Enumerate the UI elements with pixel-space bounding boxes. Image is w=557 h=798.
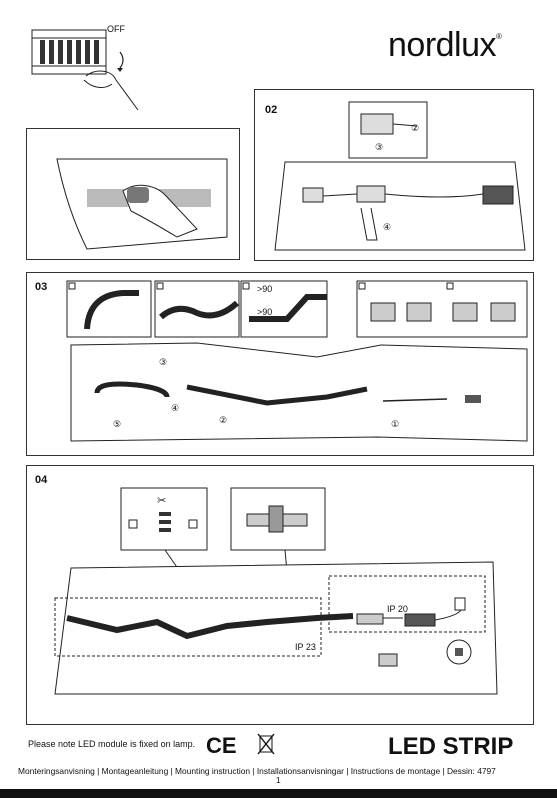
page-number: 1: [276, 775, 281, 785]
ce-mark: CE: [206, 733, 237, 758]
step02-panel: 02 ② ③ ④: [254, 89, 534, 261]
step-clean-surface-panel: [26, 128, 240, 260]
trademark-mark: ®: [496, 32, 502, 41]
step03-panel: 03 >90 >90 ① ② ③ ④ ⑤: [26, 272, 534, 456]
ip23-label: IP 23: [295, 642, 316, 652]
step04-panel: 04 ✂ IP 20 IP 23: [26, 465, 534, 725]
product-title: LED STRIP: [388, 733, 514, 760]
svg-text:✂: ✂: [157, 495, 166, 507]
step02-marker-4: ④: [383, 222, 392, 232]
brand-name: nordlux: [388, 26, 497, 64]
step03-number: 03: [35, 281, 48, 293]
angle-label-top: >90: [257, 284, 273, 294]
clean-surface-illustration: [56, 158, 228, 250]
step02-number: 02: [265, 104, 278, 116]
step04-number: 04: [35, 474, 48, 486]
brand-logo: nordlux®: [388, 26, 502, 65]
step03-illustration: [66, 280, 528, 442]
step03-marker-4: ④: [171, 403, 180, 413]
instructions-line: Monteringsanvisning | Montageanleitung |…: [18, 766, 496, 776]
off-label: OFF: [107, 24, 125, 34]
step03-marker-1: ①: [391, 419, 400, 429]
step02-marker-2: ②: [411, 123, 420, 133]
bottom-bar: [0, 789, 557, 798]
module-notice: Please note LED module is fixed on lamp.: [28, 739, 196, 749]
step02-marker-3: ③: [375, 142, 384, 152]
step01-fusebox-illustration: [31, 29, 139, 111]
step04-illustration: ✂: [54, 487, 498, 695]
angle-label-bottom: >90: [257, 307, 273, 317]
weee-bin-icon: [257, 733, 275, 755]
step02-illustration: [274, 101, 526, 251]
ip20-label: IP 20: [387, 604, 408, 614]
step03-marker-5: ⑤: [113, 419, 122, 429]
step03-marker-3: ③: [159, 357, 168, 367]
step03-marker-2: ②: [219, 415, 228, 425]
